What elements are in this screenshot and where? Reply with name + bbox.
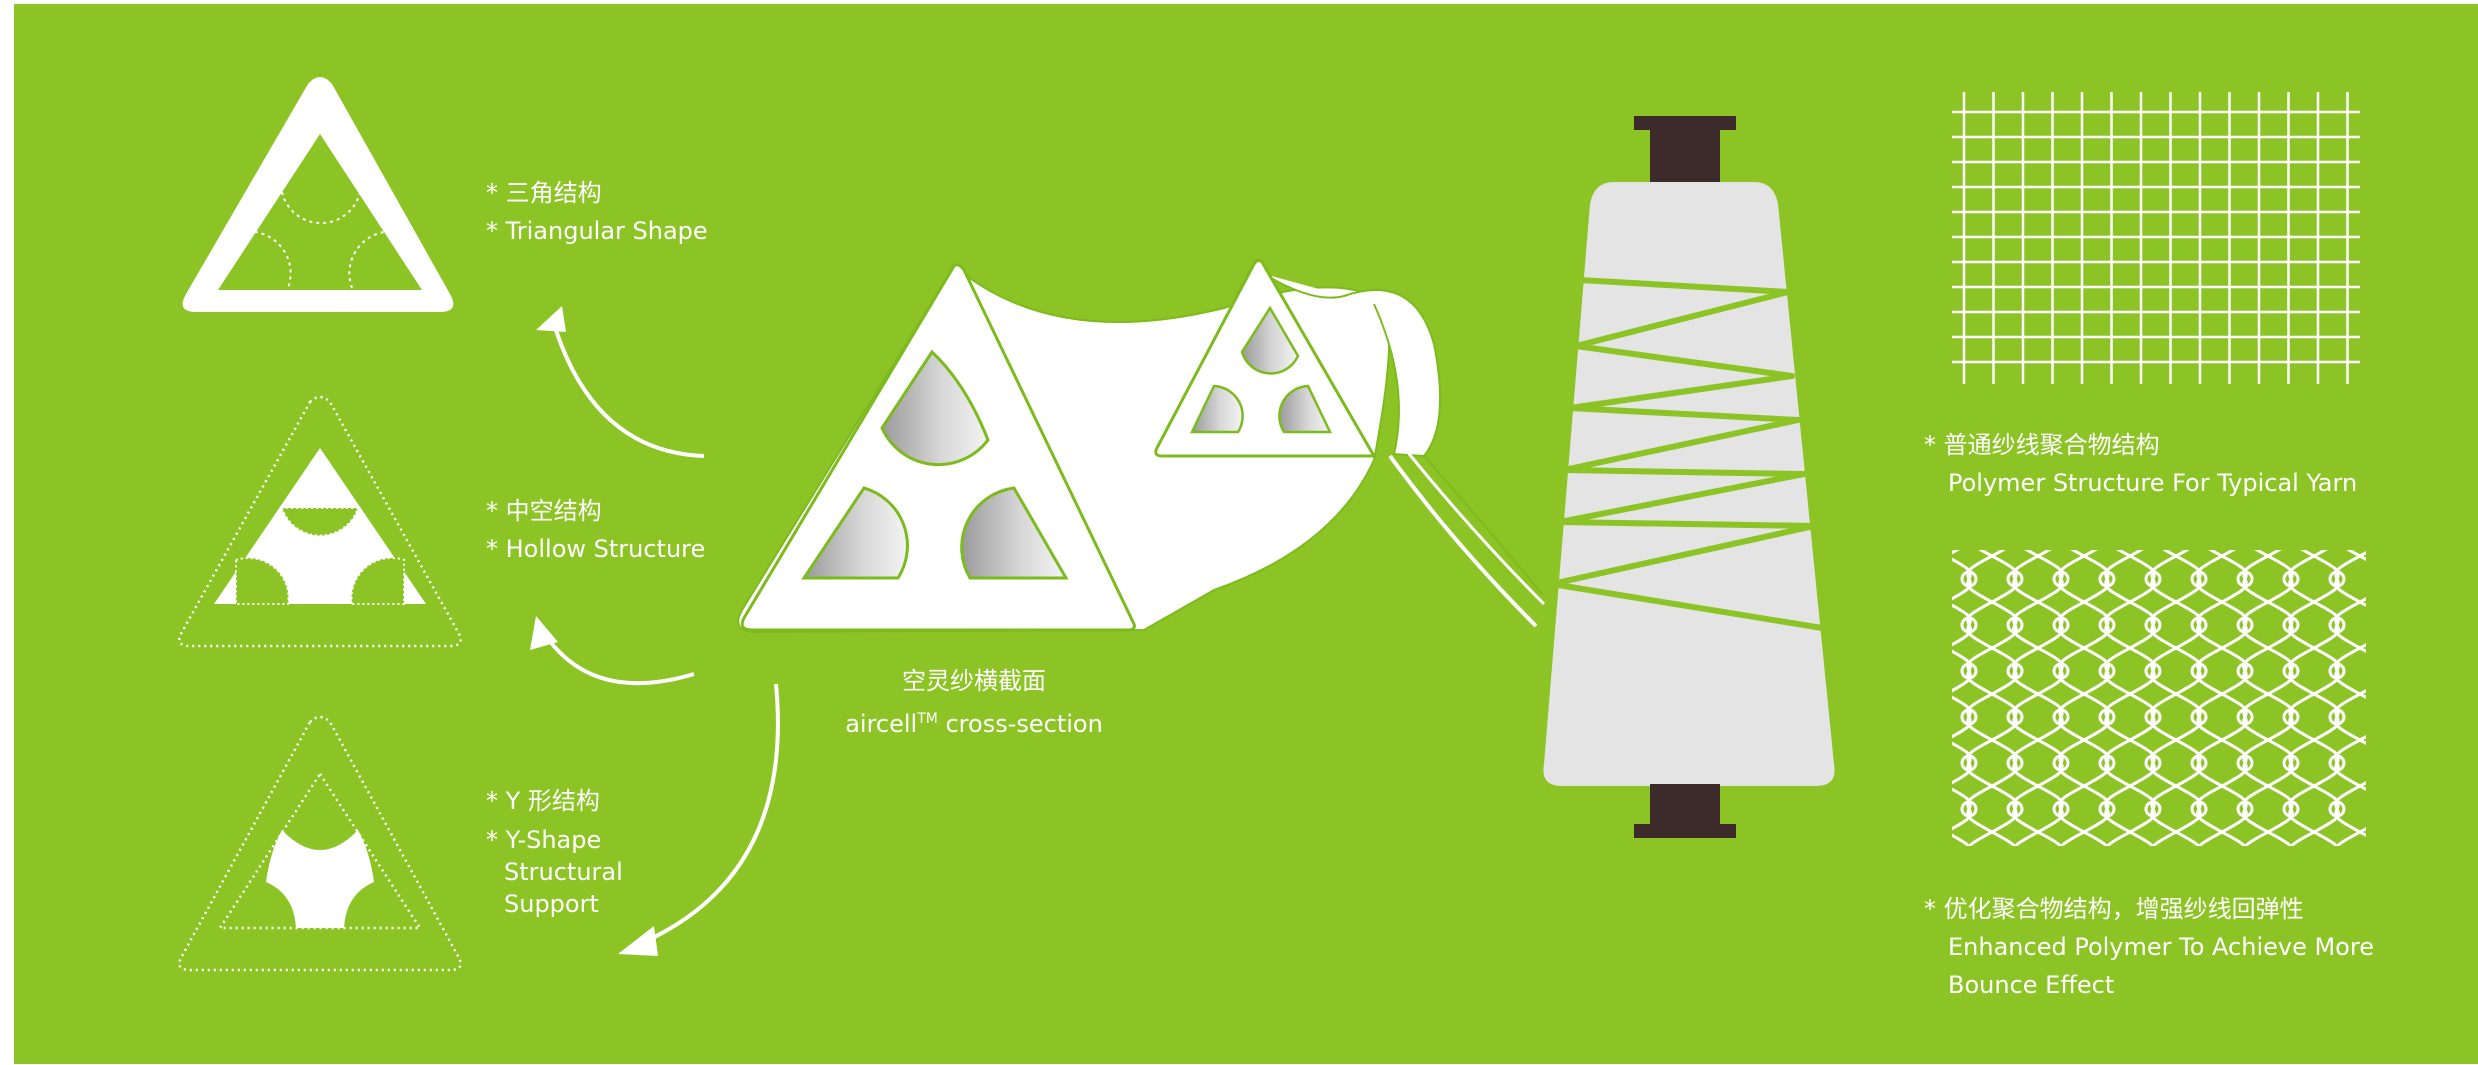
y-shape-label-zh: * Y 形结构: [486, 787, 600, 815]
caption-brand: aircell: [845, 710, 918, 738]
infographic-panel: * 三角结构 * Triangular Shape * 中空结构 * Hollo…: [14, 4, 2478, 1064]
triangular-shape-icon: [182, 77, 454, 312]
caption-suffix: cross-section: [937, 710, 1103, 738]
y-shape-label-en-1: * Y-Shape: [486, 826, 602, 854]
arrow-to-yshape-icon: [618, 683, 780, 956]
y-shape-icon: [178, 715, 462, 972]
typical-yarn-grid-illustration: [1952, 92, 2360, 384]
aircell-cross-section-illustration: [737, 258, 1546, 634]
y-shape-label: * Y 形结构 * Y-Shape Structural Support: [486, 782, 623, 920]
triangular-shape-label: * 三角结构 * Triangular Shape: [486, 174, 708, 250]
typical-yarn-label-zh: * 普通纱线聚合物结构: [1924, 431, 2160, 459]
enhanced-polymer-label-zh: * 优化聚合物结构，增强纱线回弹性: [1924, 895, 2304, 923]
hollow-structure-label-en: * Hollow Structure: [486, 535, 706, 563]
triangular-shape-label-zh: * 三角结构: [486, 179, 602, 207]
enhanced-polymer-label-en-2: Bounce Effect: [1948, 971, 2115, 999]
typical-yarn-label-en: Polymer Structure For Typical Yarn: [1948, 469, 2358, 497]
y-shape-label-en-2: Structural: [504, 858, 623, 886]
typical-yarn-label: * 普通纱线聚合物结构 Polymer Structure For Typica…: [1924, 426, 2357, 502]
caption-trademark: TM: [917, 711, 938, 727]
arrow-to-hollow-icon: [530, 616, 695, 686]
y-shape-label-en-3: Support: [504, 890, 599, 918]
enhanced-polymer-label-en-1: Enhanced Polymer To Achieve More: [1948, 933, 2374, 961]
enhanced-polymer-chain-illustration: [1952, 550, 2366, 846]
hollow-structure-label-zh: * 中空结构: [486, 497, 602, 525]
triangular-shape-label-en: * Triangular Shape: [486, 217, 708, 245]
cross-section-caption-zh: 空灵纱横截面: [902, 667, 1046, 695]
cross-section-caption: 空灵纱横截面 aircellTM cross-section: [784, 662, 1164, 743]
hollow-structure-icon: [178, 395, 462, 648]
enhanced-polymer-label: * 优化聚合物结构，增强纱线回弹性 Enhanced Polymer To Ac…: [1924, 890, 2374, 1004]
aircell-diagram: [178, 77, 2366, 972]
cross-section-caption-en: aircellTM cross-section: [784, 700, 1164, 743]
hollow-structure-label: * 中空结构 * Hollow Structure: [486, 492, 705, 568]
arrow-to-triangular-icon: [536, 306, 705, 458]
yarn-spool-illustration: [1543, 116, 1835, 838]
